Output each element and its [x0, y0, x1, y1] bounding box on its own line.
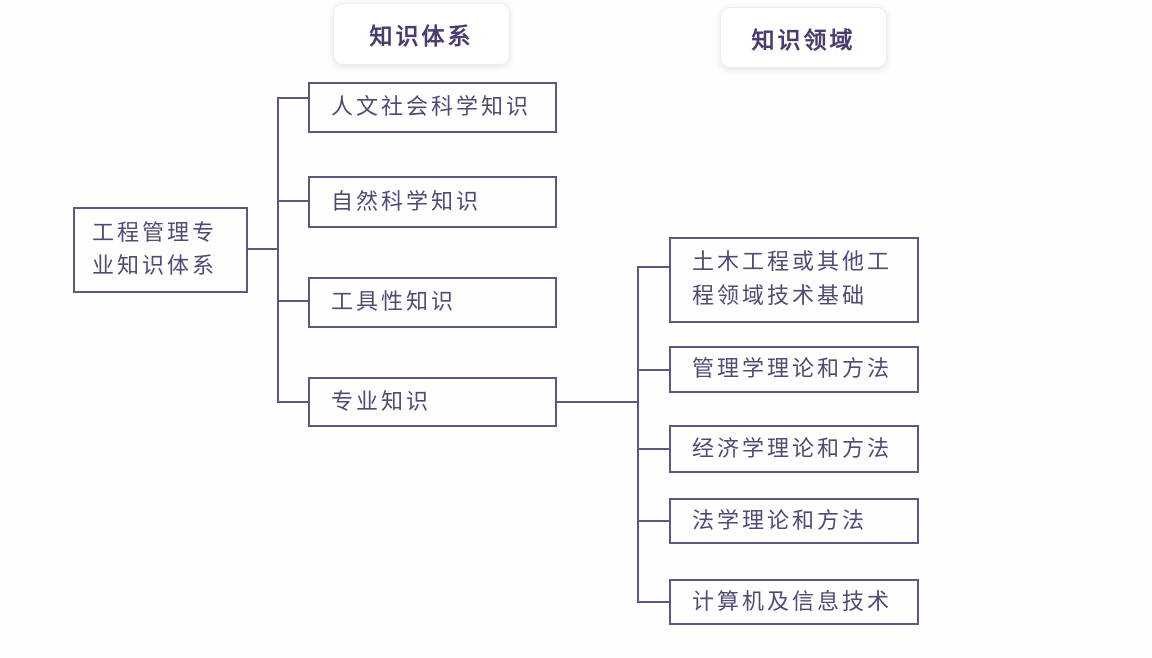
connector-stub-instrumental — [277, 300, 309, 302]
connector-stub-computer — [637, 601, 670, 603]
connector-stub-humanities — [277, 97, 309, 99]
connector-stub-management — [637, 369, 670, 371]
connector-left-bracket-vertical — [277, 98, 279, 403]
node-label: 管理学理论和方法 — [692, 357, 893, 382]
node-humanities-social-science: 人文社会科学知识 — [308, 82, 557, 133]
column-header-knowledge-domain: 知识领域 — [720, 7, 887, 68]
connector-root-stub — [246, 248, 278, 250]
node-computer-information-technology: 计算机及信息技术 — [669, 579, 919, 625]
node-civil-engineering-foundation: 土木工程或其他工程领域技术基础 — [669, 237, 919, 323]
connector-stub-civil-engineering — [637, 266, 670, 268]
node-label: 工具性知识 — [331, 290, 457, 315]
node-label: 专业知识 — [331, 389, 432, 415]
connector-stub-law — [637, 520, 670, 522]
node-management-theory: 管理学理论和方法 — [669, 346, 919, 393]
column-header-knowledge-system: 知识体系 — [333, 3, 510, 65]
node-economics-theory: 经济学理论和方法 — [669, 425, 919, 473]
node-law-theory: 法学理论和方法 — [669, 498, 919, 544]
node-label: 工程管理专业知识体系 — [92, 221, 218, 279]
node-instrumental-knowledge: 工具性知识 — [308, 277, 557, 328]
column-header-label: 知识体系 — [369, 24, 474, 50]
connector-stub-professional — [277, 401, 309, 403]
node-label: 经济学理论和方法 — [692, 436, 893, 462]
node-professional-knowledge: 专业知识 — [308, 377, 557, 427]
connector-right-bracket-vertical — [637, 266, 639, 603]
node-label: 计算机及信息技术 — [692, 589, 893, 615]
node-label: 土木工程或其他工程领域技术基础 — [692, 250, 893, 309]
node-root-engineering-management: 工程管理专业知识体系 — [73, 207, 248, 293]
node-label: 人文社会科学知识 — [331, 95, 532, 120]
node-label: 自然科学知识 — [331, 189, 482, 215]
node-natural-science: 自然科学知识 — [308, 176, 557, 228]
connector-stub-economics — [637, 448, 670, 450]
column-header-label: 知识领域 — [751, 27, 856, 54]
connector-professional-stub — [556, 401, 638, 403]
connector-stub-natural-science — [277, 200, 309, 202]
node-label: 法学理论和方法 — [692, 508, 868, 534]
